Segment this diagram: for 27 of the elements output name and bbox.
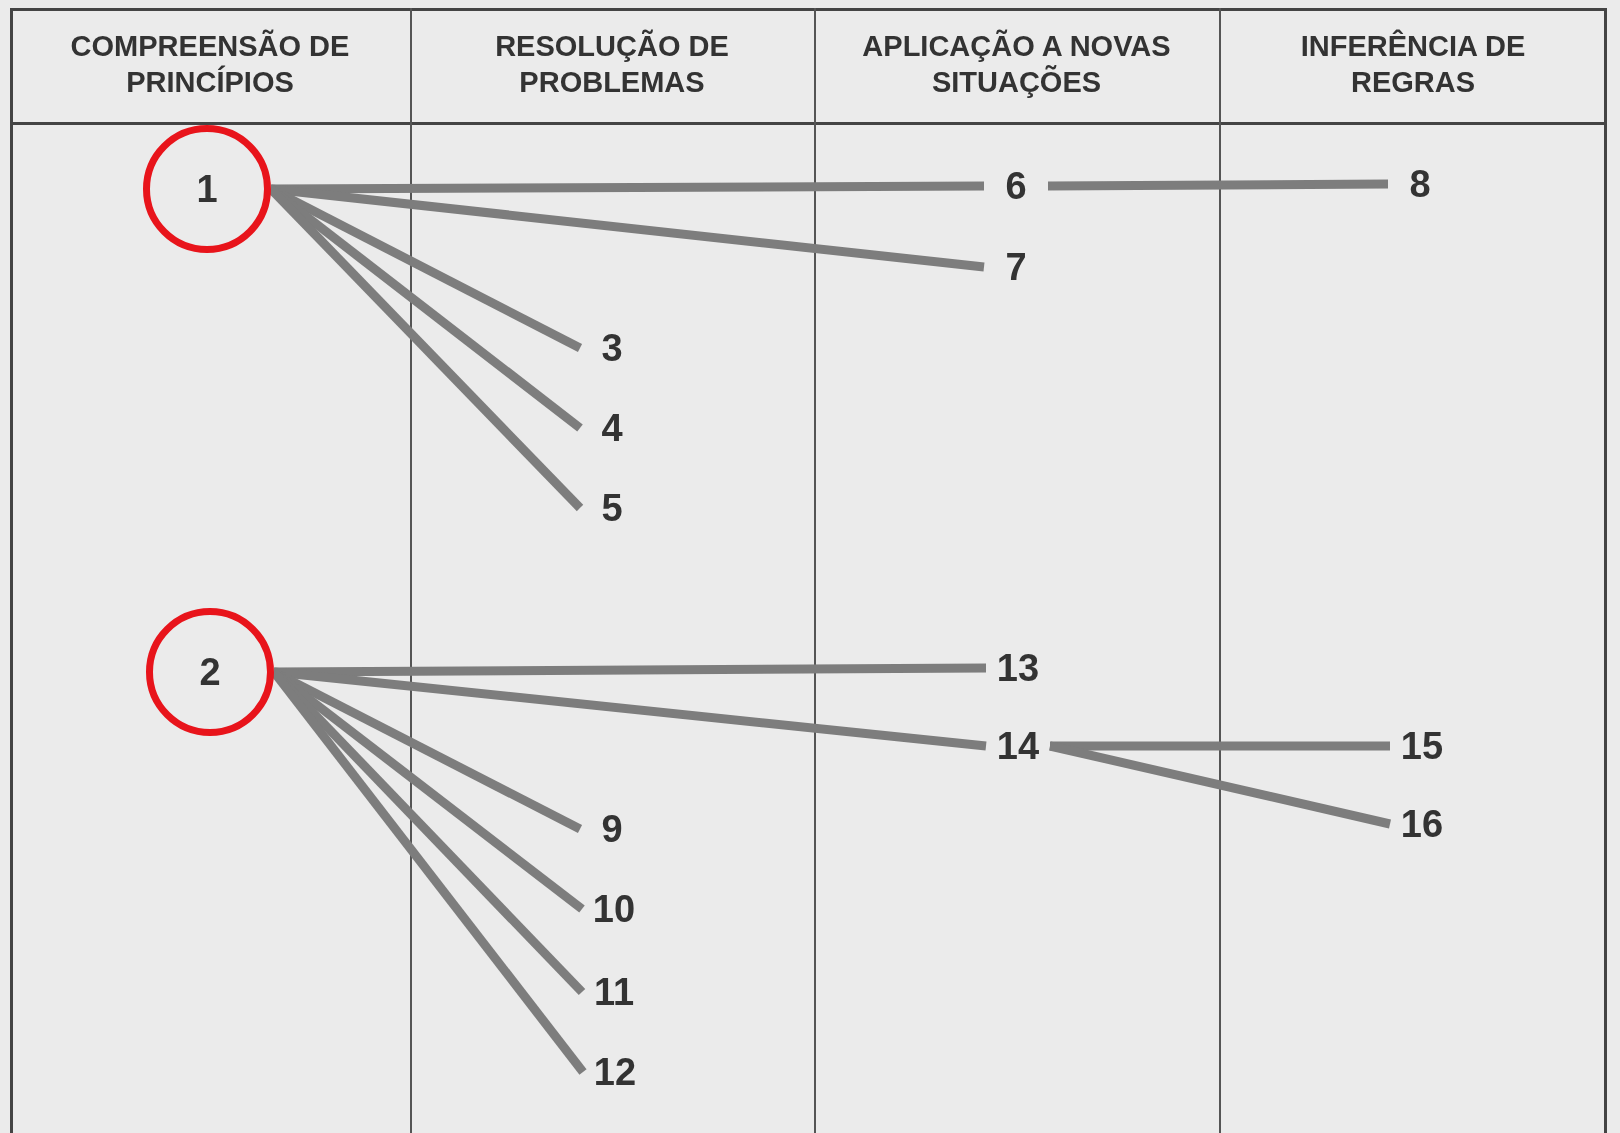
connector-line (271, 181, 984, 194)
number-label: 13 (986, 645, 1050, 691)
number-label: 11 (582, 969, 646, 1015)
column-header: RESOLUÇÃO DE PROBLEMAS (494, 28, 730, 100)
connector-line (273, 667, 987, 751)
number-label: 12 (583, 1049, 647, 1095)
number-label: 9 (580, 806, 644, 852)
column-header: COMPREENSÃO DE PRINCÍPIOS (69, 28, 351, 100)
number-label: 10 (582, 886, 646, 932)
number-label: 14 (986, 723, 1050, 769)
column-header: APLICAÇÃO A NOVAS SITUAÇÕES (861, 28, 1172, 100)
connector-line (1049, 741, 1391, 829)
connector-line (1047, 179, 1389, 191)
number-label: 6 (984, 163, 1048, 209)
connector-line (1050, 741, 1390, 751)
number-label: 3 (580, 325, 644, 371)
number-label: 15 (1390, 723, 1454, 769)
column-header: INFERÊNCIA DE REGRAS (1299, 28, 1527, 100)
circled-number: 2 (146, 608, 274, 736)
circled-number: 1 (143, 125, 271, 253)
number-label: 8 (1388, 161, 1452, 207)
number-label: 7 (984, 244, 1048, 290)
connector-line (273, 663, 987, 677)
number-label: 16 (1390, 801, 1454, 847)
number-label: 4 (580, 405, 644, 451)
connector-line (270, 184, 985, 272)
number-label: 5 (580, 485, 644, 531)
